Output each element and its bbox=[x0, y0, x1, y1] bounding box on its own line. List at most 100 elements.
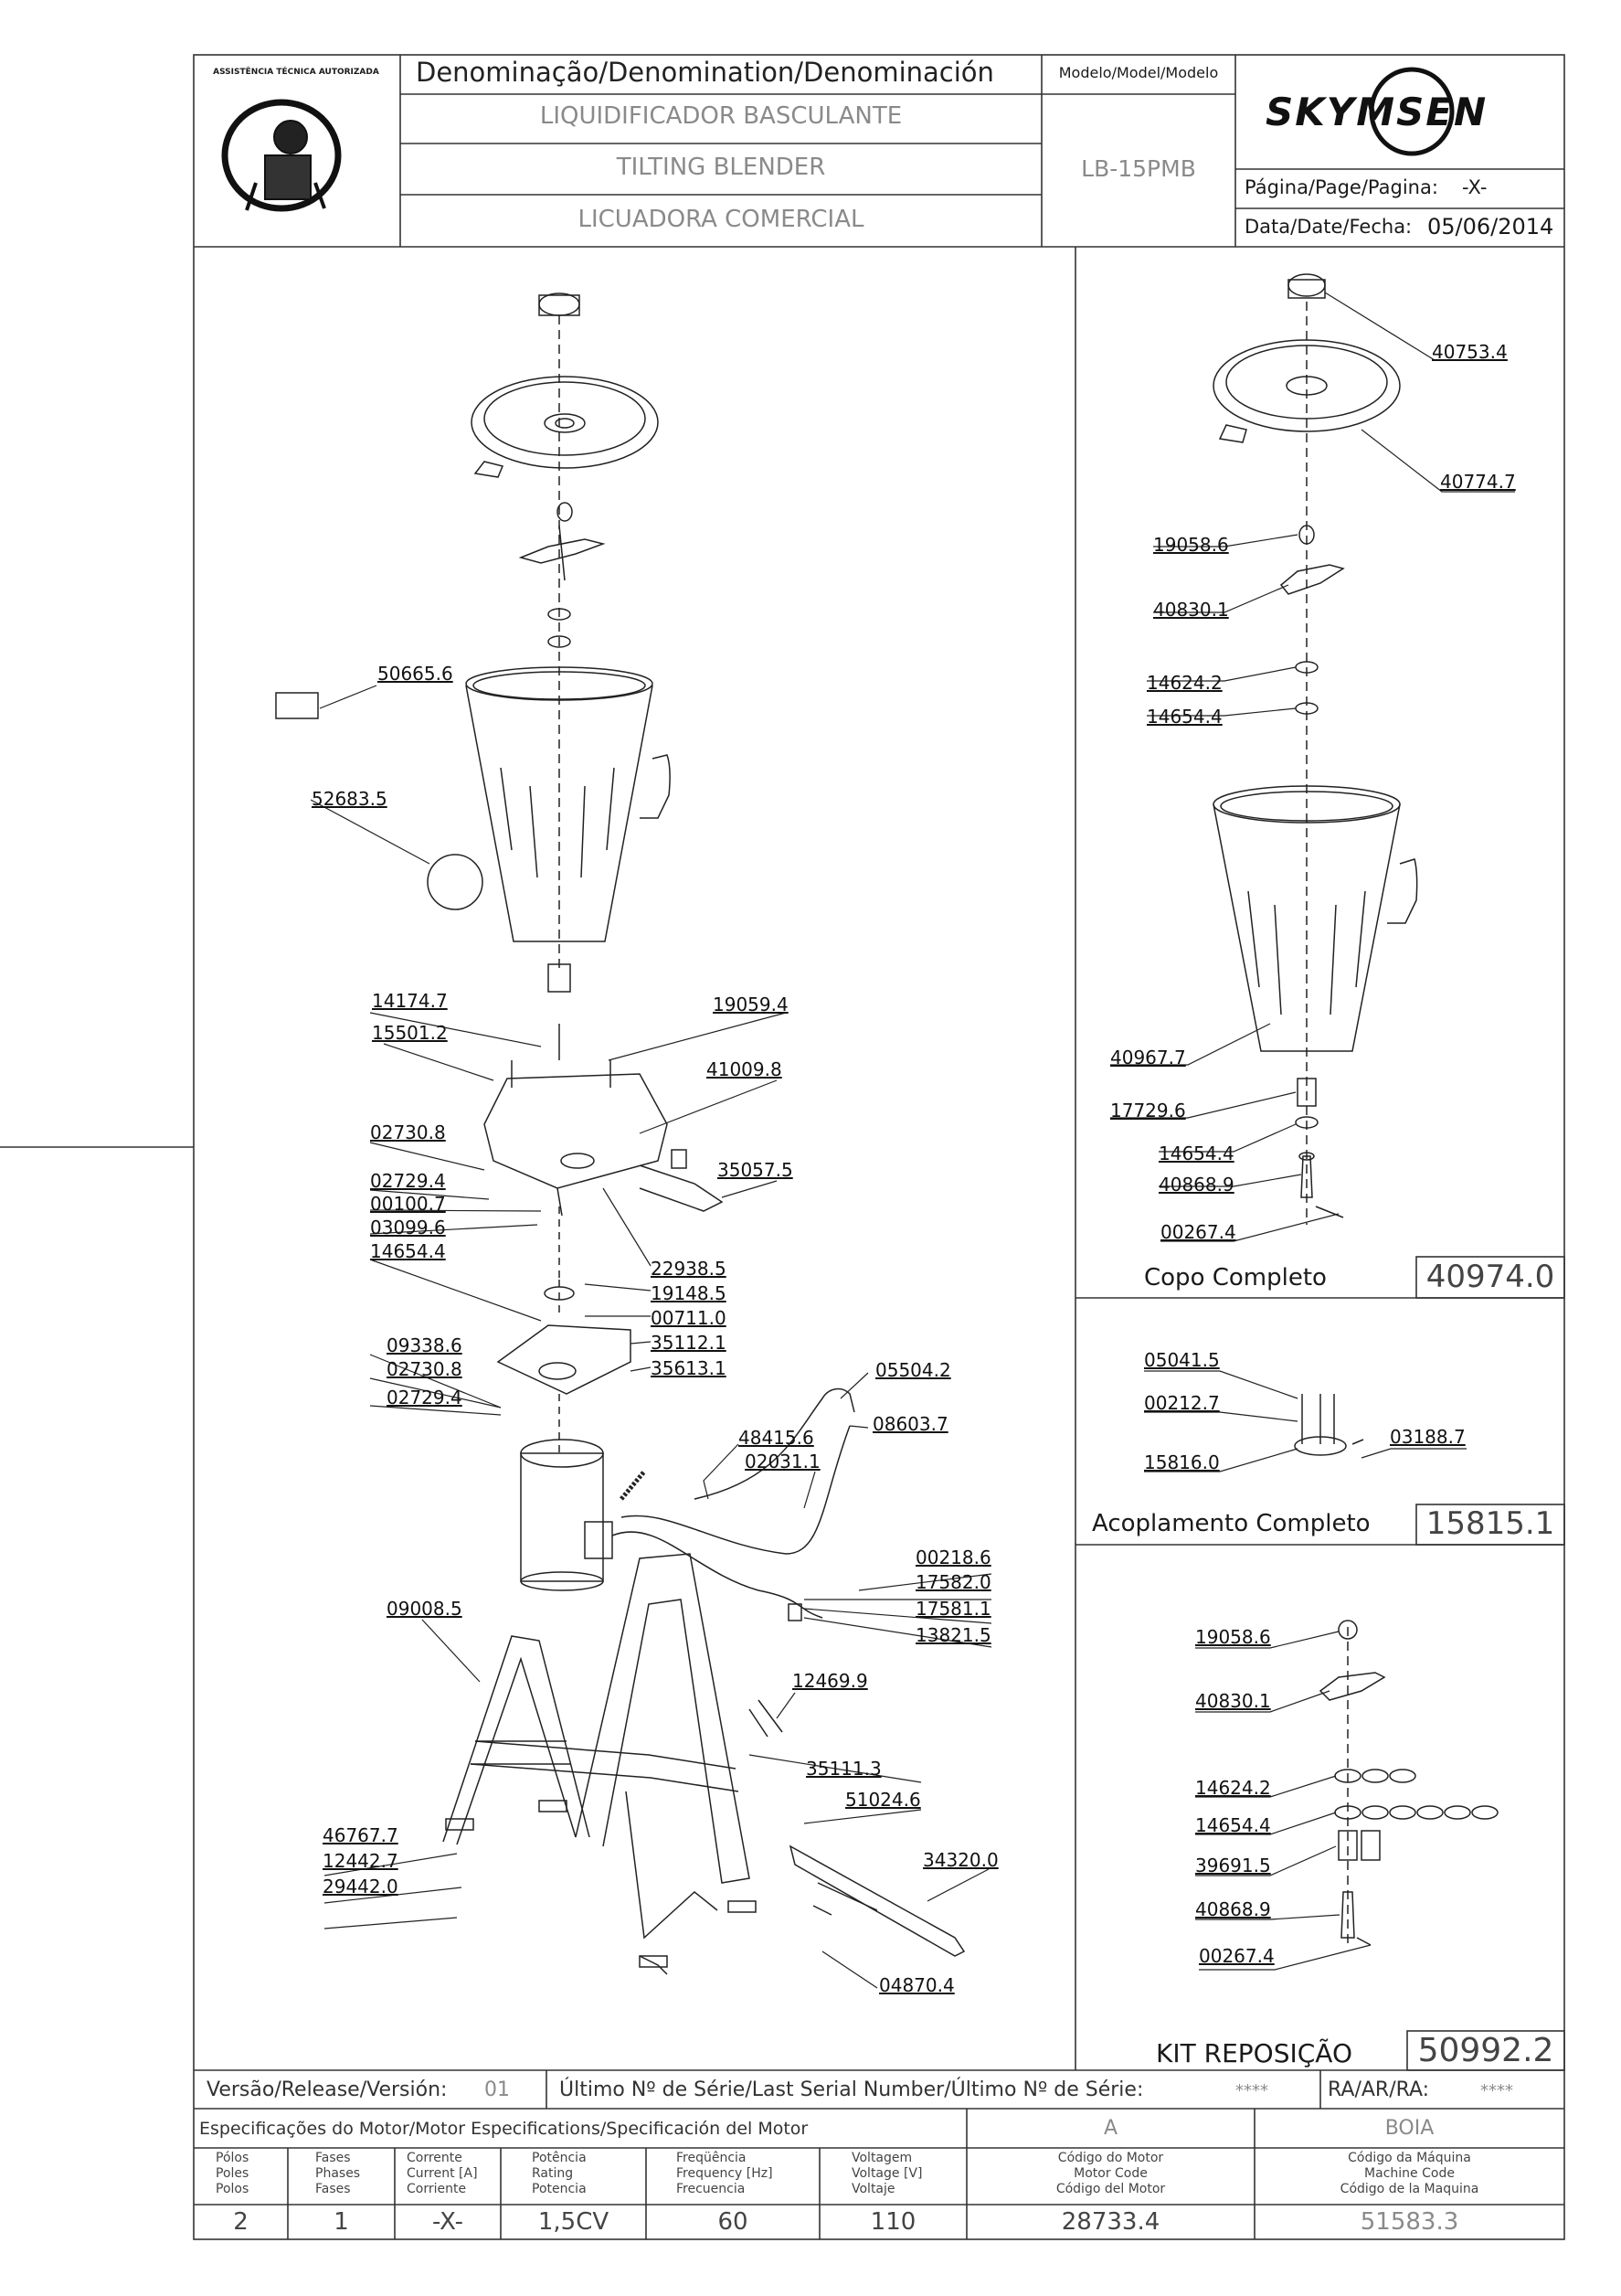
part-label: 00711.0 bbox=[651, 1307, 726, 1329]
value-machine-code: 51583.3 bbox=[1360, 2208, 1459, 2236]
part-label: 40868.9 bbox=[1159, 1174, 1234, 1196]
part-label: 14174.7 bbox=[372, 990, 448, 1012]
release-label: Versão/Release/Versión: bbox=[207, 2078, 448, 2101]
release-value: 01 bbox=[484, 2078, 510, 2101]
part-label: 17581.1 bbox=[916, 1598, 991, 1620]
part-label: 35112.1 bbox=[651, 1332, 726, 1354]
part-label: 34320.0 bbox=[923, 1849, 999, 1871]
part-label: 13821.5 bbox=[916, 1624, 991, 1646]
part-label: 39691.5 bbox=[1195, 1855, 1271, 1876]
part-label: 15501.2 bbox=[372, 1022, 448, 1044]
part-label: 15816.0 bbox=[1144, 1451, 1220, 1473]
date-label: Data/Date/Fecha: bbox=[1245, 216, 1413, 238]
kit-leader-lines bbox=[1195, 1631, 1372, 1971]
copo-exploded-view bbox=[1213, 273, 1418, 1225]
part-label: 05504.2 bbox=[875, 1359, 951, 1381]
part-label: 19058.6 bbox=[1195, 1626, 1271, 1648]
motor-spec-label: Especificações do Motor/Motor Especifica… bbox=[199, 2119, 809, 2139]
part-label: 12442.7 bbox=[323, 1850, 398, 1872]
part-label: 05041.5 bbox=[1144, 1349, 1220, 1371]
part-label: 50665.6 bbox=[377, 663, 453, 685]
part-label: 14654.4 bbox=[1147, 706, 1223, 728]
part-label: 29442.0 bbox=[323, 1876, 398, 1897]
brand-logo-swoosh bbox=[1369, 67, 1455, 156]
part-label: 35613.1 bbox=[651, 1357, 726, 1379]
ra-label: RA/AR/RA: bbox=[1328, 2078, 1430, 2101]
serial-label: Último Nº de Série/Last Serial Number/Úl… bbox=[559, 2078, 1144, 2101]
model-label: Modelo/Model/Modelo bbox=[1058, 64, 1219, 81]
part-label: 46767.7 bbox=[323, 1824, 398, 1846]
seal-text: ASSISTÊNCIA TÉCNICA AUTORIZADA bbox=[213, 68, 379, 77]
part-label: 14624.2 bbox=[1195, 1777, 1271, 1799]
part-label: 02729.4 bbox=[370, 1170, 446, 1192]
part-label: 14654.4 bbox=[1159, 1143, 1234, 1164]
part-label: 40967.7 bbox=[1110, 1047, 1186, 1068]
product-name-en: TILTING BLENDER bbox=[616, 154, 826, 181]
part-label: 41009.8 bbox=[706, 1058, 782, 1080]
value-voltage: 110 bbox=[870, 2208, 916, 2236]
kit-view bbox=[1319, 1620, 1499, 1947]
date-value: 05/06/2014 bbox=[1427, 214, 1554, 239]
part-label: 35111.3 bbox=[806, 1758, 882, 1780]
part-label: 40774.7 bbox=[1440, 471, 1516, 493]
value-motor-code: 28733.4 bbox=[1061, 2208, 1160, 2236]
part-label: 40753.4 bbox=[1432, 341, 1508, 363]
part-label: 19059.4 bbox=[713, 994, 789, 1015]
part-label: 00212.7 bbox=[1144, 1392, 1220, 1414]
ra-value: **** bbox=[1480, 2081, 1513, 2100]
part-label: 04870.4 bbox=[879, 1974, 955, 1996]
part-label: 00100.7 bbox=[370, 1193, 446, 1215]
part-label: 00267.4 bbox=[1160, 1221, 1236, 1243]
part-label: 22938.5 bbox=[651, 1258, 726, 1280]
acoplamento-title: Acoplamento Completo bbox=[1092, 1510, 1371, 1537]
column-a-header: A bbox=[1103, 2117, 1118, 2140]
part-label: 17729.6 bbox=[1110, 1100, 1186, 1121]
acoplamento-view bbox=[1294, 1394, 1364, 1456]
part-label: 02730.8 bbox=[387, 1358, 462, 1380]
part-label: 00267.4 bbox=[1199, 1945, 1275, 1967]
part-label: 48415.6 bbox=[738, 1427, 814, 1449]
part-label: 08603.7 bbox=[873, 1413, 948, 1435]
serial-value: **** bbox=[1235, 2081, 1268, 2100]
part-label: 40830.1 bbox=[1153, 599, 1229, 621]
authorized-service-seal bbox=[221, 99, 342, 212]
part-label: 09008.5 bbox=[387, 1598, 462, 1620]
kit-title: KIT REPOSIÇÃO bbox=[1156, 2038, 1352, 2068]
acoplamento-leader-lines bbox=[1144, 1370, 1467, 1472]
copo-leader-lines bbox=[1110, 292, 1515, 1242]
part-label: 00218.6 bbox=[916, 1547, 991, 1568]
kit-code: 50992.2 bbox=[1417, 2032, 1554, 2069]
part-label: 03188.7 bbox=[1390, 1426, 1466, 1448]
page-value: -X- bbox=[1462, 176, 1488, 198]
part-label: 40830.1 bbox=[1195, 1690, 1271, 1712]
part-label: 02729.4 bbox=[387, 1387, 462, 1408]
product-name-es: LICUADORA COMERCIAL bbox=[577, 206, 864, 233]
part-label: 14624.2 bbox=[1147, 672, 1223, 694]
value-frequency: 60 bbox=[717, 2208, 748, 2236]
part-label: 14654.4 bbox=[370, 1240, 446, 1262]
main-exploded-view bbox=[275, 292, 966, 1975]
part-label: 40868.9 bbox=[1195, 1898, 1271, 1920]
part-label: 17582.0 bbox=[916, 1571, 991, 1593]
model-value: LB-15PMB bbox=[1081, 155, 1196, 182]
part-label: 09338.6 bbox=[387, 1334, 462, 1356]
value-rating: 1,5CV bbox=[537, 2208, 609, 2236]
part-label: 02730.8 bbox=[370, 1121, 446, 1143]
product-name-pt: LIQUIDIFICADOR BASCULANTE bbox=[539, 102, 903, 130]
part-label: 14654.4 bbox=[1195, 1814, 1271, 1836]
part-label: 35057.5 bbox=[717, 1159, 793, 1181]
part-label: 52683.5 bbox=[312, 788, 387, 810]
brand-name: SKYMSEN bbox=[1266, 90, 1489, 134]
value-phases: 1 bbox=[334, 2208, 349, 2236]
part-label: 02031.1 bbox=[745, 1451, 821, 1472]
part-label: 12469.9 bbox=[792, 1670, 868, 1692]
part-label: 03099.6 bbox=[370, 1217, 446, 1238]
